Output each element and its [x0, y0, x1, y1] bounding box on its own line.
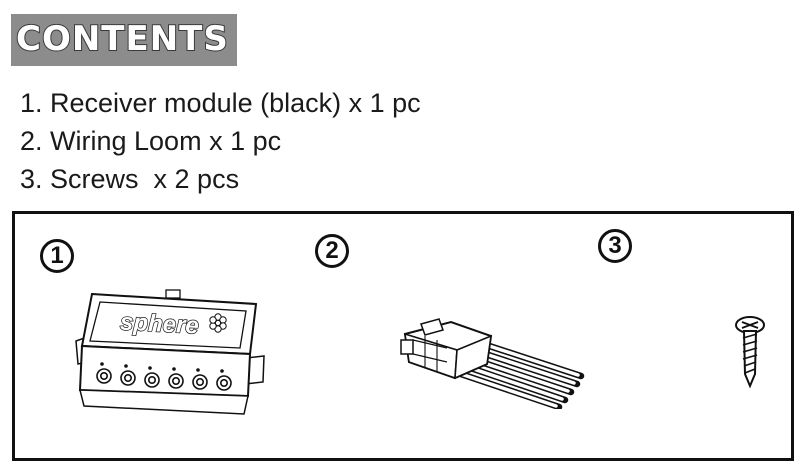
parts-panel — [12, 211, 794, 461]
header-band — [11, 14, 237, 66]
item-number-badge-1: 1 — [40, 239, 74, 273]
item-number-badge-2: 2 — [315, 234, 349, 268]
page-title: CONTENTS — [15, 18, 229, 60]
list-item: 3. Screws x 2 pcs — [20, 164, 240, 194]
list-item: 1. Receiver module (black) x 1 pc — [20, 88, 421, 118]
screw-icon — [735, 316, 765, 388]
wiring-loom-icon — [400, 318, 585, 409]
list-item: 2. Wiring Loom x 1 pc — [20, 126, 282, 156]
item-number-badge-3: 3 — [598, 229, 632, 263]
module-brand-label: sphere — [119, 309, 199, 340]
receiver-module-icon: sphere — [75, 289, 265, 415]
contents-list: 1. Receiver module (black) x 1 pc 2. Wir… — [20, 84, 421, 198]
